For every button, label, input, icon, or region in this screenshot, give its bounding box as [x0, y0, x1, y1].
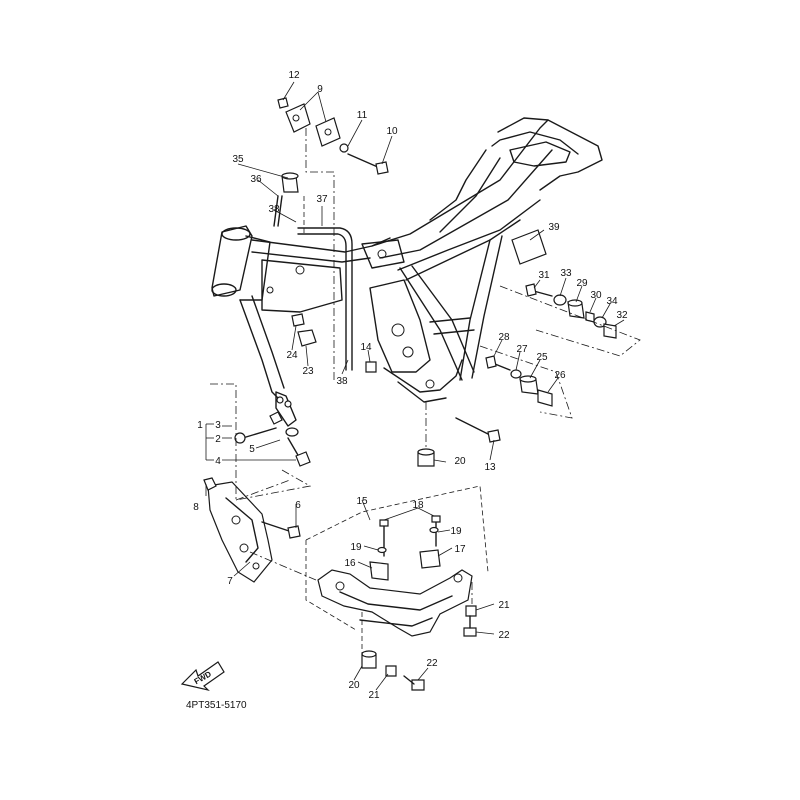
callout-bracket-1 — [205, 423, 296, 461]
callout-32: 32 — [616, 310, 628, 321]
callout-4: 4 — [215, 456, 221, 467]
callout-27: 27 — [516, 344, 528, 355]
callout-26: 26 — [554, 370, 566, 381]
callout-19-right: 19 — [450, 526, 462, 537]
engine-mount-spacers — [455, 229, 617, 443]
callout-14: 14 — [360, 342, 372, 353]
callout-labels: 12 9 11 10 35 36 37 38 39 31 33 29 30 34… — [193, 70, 628, 701]
callout-34: 34 — [606, 296, 618, 307]
callout-21-right: 21 — [498, 600, 510, 611]
fwd-arrow-icon: FWD — [180, 661, 225, 692]
callout-24: 24 — [286, 350, 298, 361]
callout-22-right: 22 — [498, 630, 510, 641]
callout-33: 33 — [560, 268, 572, 279]
diagram-reference-code: 4PT351-5170 — [186, 700, 247, 711]
callout-12: 12 — [288, 70, 300, 81]
assembly-guide-lines — [210, 128, 641, 654]
callout-28: 28 — [498, 332, 510, 343]
callout-20-top: 20 — [454, 456, 466, 467]
callout-23: 23 — [302, 366, 314, 377]
callout-1: 1 — [197, 420, 203, 431]
callout-30: 30 — [590, 290, 602, 301]
leader-lines — [205, 81, 625, 691]
callout-15: 15 — [356, 496, 368, 507]
main-frame — [211, 117, 603, 403]
callout-35: 35 — [232, 154, 244, 165]
skid-plate-assembly — [317, 515, 473, 637]
callout-31: 31 — [538, 270, 550, 281]
callout-38-bottom: 38 — [336, 376, 348, 387]
callout-21-bottom: 21 — [368, 690, 380, 701]
callout-36: 36 — [250, 174, 262, 185]
callout-10: 10 — [386, 126, 398, 137]
callout-7: 7 — [227, 576, 233, 587]
callout-39: 39 — [548, 222, 560, 233]
callout-17: 17 — [454, 544, 466, 555]
callout-25: 25 — [536, 352, 548, 363]
callout-9: 9 — [317, 84, 323, 95]
callout-16: 16 — [344, 558, 356, 569]
upper-bracket-parts — [277, 97, 389, 175]
skid-plate-7 — [203, 477, 301, 583]
callout-3: 3 — [215, 420, 221, 431]
callout-20-bottom: 20 — [348, 680, 360, 691]
callout-13: 13 — [484, 462, 496, 473]
callout-8: 8 — [193, 502, 199, 513]
callout-38-top: 38 — [268, 204, 280, 215]
callout-37: 37 — [316, 194, 328, 205]
mount-hardware — [361, 448, 477, 691]
callout-18: 18 — [412, 500, 424, 511]
callout-29: 29 — [576, 278, 588, 289]
callout-6: 6 — [295, 500, 301, 511]
callout-19-left: 19 — [350, 542, 362, 553]
callout-5: 5 — [249, 444, 255, 455]
callout-22-bottom: 22 — [426, 658, 438, 669]
callout-2: 2 — [215, 434, 221, 445]
callout-11: 11 — [357, 110, 368, 121]
front-mount-area — [234, 391, 311, 467]
